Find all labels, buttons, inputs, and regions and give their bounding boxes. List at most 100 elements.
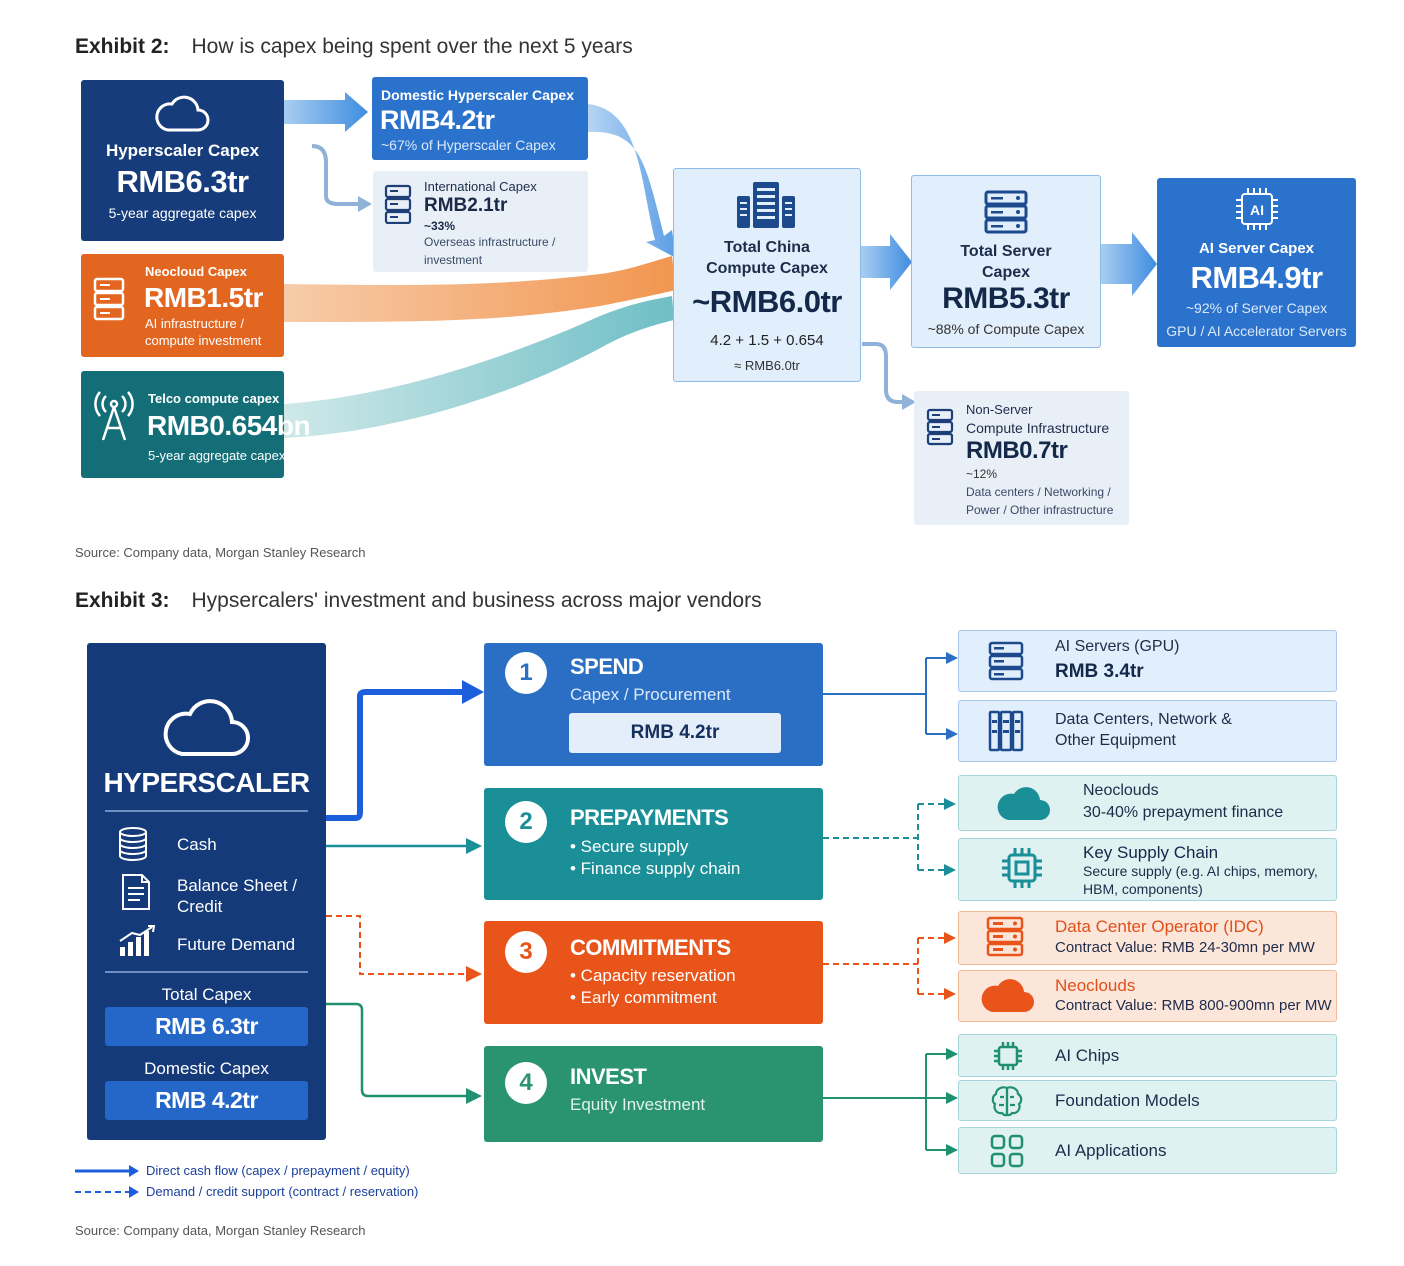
arrowhead-commitments xyxy=(466,966,482,982)
server-icon xyxy=(986,916,1024,957)
ai-chip-icon: AI xyxy=(1236,188,1278,230)
target-neoclouds-prepay-sub: 30-40% prepayment finance xyxy=(1083,804,1284,821)
target-ai-apps-title: AI Applications xyxy=(1055,1141,1167,1160)
exhibit-3-title: Hypsercalers' investment and business ac… xyxy=(191,589,762,612)
exhibit-3-source: Source: Company data, Morgan Stanley Res… xyxy=(75,1223,366,1238)
domestic-capex-sub: ~67% of Hyperscaler Capex xyxy=(381,137,556,153)
total-capex-label: Total Capex xyxy=(161,985,252,1004)
target-foundation-title: Foundation Models xyxy=(1055,1091,1200,1110)
neocloud-capex-sub1: AI infrastructure / xyxy=(145,316,244,331)
exhibit-2-label: Exhibit 2: xyxy=(75,35,170,58)
brain-icon xyxy=(991,1086,1023,1117)
step-invest-title: INVEST xyxy=(570,1064,647,1089)
target-supply-chain-sub1: Secure supply (e.g. AI chips, memory, xyxy=(1083,863,1318,879)
legend-dashed-label: Demand / credit support (contract / rese… xyxy=(146,1184,419,1199)
flow-neocloud-total xyxy=(284,256,676,322)
chip-icon xyxy=(1002,848,1042,888)
server-rack-icon xyxy=(384,184,412,224)
telco-capex-sub: 5-year aggregate capex xyxy=(148,448,286,463)
target-neoclouds-contract-sub: Contract Value: RMB 800-900mn per MW xyxy=(1055,997,1332,1014)
telco-capex-value: RMB0.654bn xyxy=(147,410,311,441)
hyperscaler-demand-label: Future Demand xyxy=(177,935,296,954)
non-server-sub1: Data centers / Networking / xyxy=(966,485,1111,499)
connector-invest-targets xyxy=(823,1053,948,1151)
total-server-value: RMB5.3tr xyxy=(942,282,1070,315)
connector-invest xyxy=(326,1002,470,1098)
apps-grid-icon xyxy=(990,1134,1024,1168)
neocloud-capex-sub2: compute investment xyxy=(145,333,262,348)
non-server-title1: Non-Server xyxy=(966,402,1033,417)
arrowhead-neoclouds-prepay xyxy=(944,798,956,810)
hyperscaler-capex-value: RMB6.3tr xyxy=(116,164,249,199)
server-icon xyxy=(988,641,1024,681)
step-4-badge: 4 xyxy=(505,1062,547,1104)
exhibit-2-source: Source: Company data, Morgan Stanley Res… xyxy=(75,545,366,560)
total-capex-value: RMB 6.3tr xyxy=(105,1007,308,1046)
total-server-sub: ~88% of Compute Capex xyxy=(927,321,1085,337)
flow-server-aiserver xyxy=(1101,232,1157,296)
step-prepayments-bullet1: • Secure supply xyxy=(570,837,689,856)
connector-prepay-targets xyxy=(823,803,946,871)
arrowhead-nonserver xyxy=(902,394,916,410)
ai-chip-label: AI xyxy=(1250,202,1264,218)
domestic-capex-box xyxy=(372,77,588,160)
total-china-approx: ≈ RMB6.0tr xyxy=(734,358,800,373)
target-ai-servers-title: AI Servers (GPU) xyxy=(1055,638,1180,655)
server-rack-icon xyxy=(926,408,954,446)
neocloud-capex-value: RMB1.5tr xyxy=(144,282,263,313)
international-capex-value: RMB2.1tr xyxy=(424,195,508,216)
step-invest-sub: Equity Investment xyxy=(570,1095,706,1114)
non-server-box xyxy=(914,391,1129,525)
total-server-title1: Total Server xyxy=(960,243,1052,260)
arrowhead-neoclouds-contract xyxy=(944,988,956,1000)
target-neoclouds-prepay-title: Neoclouds xyxy=(1083,782,1159,799)
connector-spend xyxy=(326,689,470,821)
hyperscaler-capex-title: Hyperscaler Capex xyxy=(105,141,260,160)
hyperscaler-panel xyxy=(87,643,326,1140)
flow-domestic-total xyxy=(588,104,676,258)
legend-solid-label: Direct cash flow (capex / prepayment / e… xyxy=(146,1163,410,1178)
non-server-title2: Compute Infrastructure xyxy=(966,420,1110,436)
arrowhead-international xyxy=(358,196,372,212)
domestic-capex-label: Domestic Capex xyxy=(144,1059,269,1078)
datacenter-icon xyxy=(737,182,795,228)
target-foundation-box xyxy=(958,1080,1337,1121)
international-capex-title: International Capex xyxy=(424,179,537,194)
domestic-capex-value: RMB4.2tr xyxy=(380,105,495,135)
arrowhead-prepayments xyxy=(466,838,482,854)
legend-solid-arrowhead xyxy=(129,1165,139,1177)
total-china-capex-box xyxy=(673,168,861,382)
arrowhead-ai-chips xyxy=(946,1048,958,1060)
total-china-calc: 4.2 + 1.5 + 0.654 xyxy=(710,332,824,349)
arrowhead-data-centers xyxy=(946,728,958,740)
flow-hyperscaler-domestic xyxy=(284,92,368,132)
target-data-centers-title2: Other Equipment xyxy=(1055,732,1176,749)
connector-commit-targets xyxy=(823,937,946,995)
exhibit-3-label: Exhibit 3: xyxy=(75,589,170,612)
step-spend-title: SPEND xyxy=(570,654,644,679)
international-capex-pct: ~33% xyxy=(424,219,456,233)
cloud-icon xyxy=(155,95,210,132)
neocloud-capex-title: Neocloud Capex xyxy=(145,264,247,279)
target-neoclouds-contract-title: Neoclouds xyxy=(1055,976,1136,995)
ai-server-sub2: GPU / AI Accelerator Servers xyxy=(1166,323,1347,339)
connector-spend-targets xyxy=(823,657,948,735)
cloud-icon xyxy=(981,979,1034,1012)
hyperscaler-balance-label2: Credit xyxy=(177,897,223,916)
server-rack-icon xyxy=(988,710,1024,752)
total-china-title1: Total China xyxy=(724,239,810,256)
cloud-icon xyxy=(997,787,1050,820)
exhibit-3-heading: Exhibit 3: Hypsercalers' investment and b… xyxy=(75,589,762,613)
arrowhead-ai-servers xyxy=(946,652,958,664)
total-china-title2: Compute Capex xyxy=(706,260,828,277)
target-ai-chips-title: AI Chips xyxy=(1055,1046,1120,1065)
legend-swatches xyxy=(75,1165,139,1198)
flow-total-server xyxy=(861,234,912,290)
step-prepayments-title: PREPAYMENTS xyxy=(570,805,729,830)
target-supply-chain-sub2: HBM, components) xyxy=(1083,881,1203,897)
step-spend-sub: Capex / Procurement xyxy=(570,685,731,704)
step-1-badge: 1 xyxy=(505,652,547,694)
hyperscaler-capex-box xyxy=(81,80,284,241)
antenna-icon xyxy=(94,391,134,441)
arrowhead-supply-chain xyxy=(944,864,956,876)
